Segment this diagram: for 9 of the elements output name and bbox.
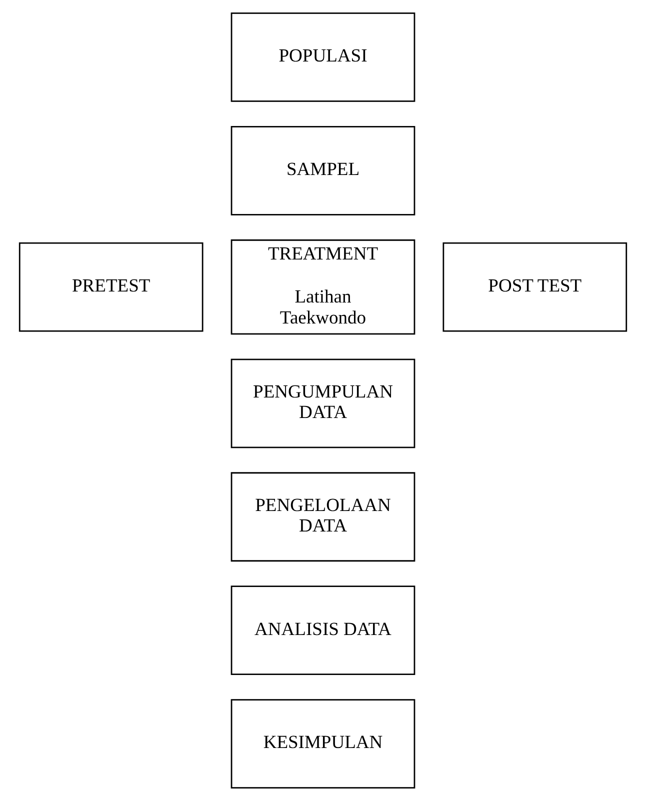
node-box: POPULASI [230, 12, 415, 102]
node-box: KESIMPULAN [230, 699, 415, 789]
node-box: PENGUMPULAN DATA [230, 358, 415, 448]
node-box: TREATMENT Latihan Taekwondo [230, 239, 415, 335]
node-box: ANALISIS DATA [230, 586, 415, 676]
node-box: PRETEST [18, 242, 203, 332]
node-box: SAMPEL [230, 126, 415, 216]
node-box: PENGELOLAAN DATA [230, 472, 415, 562]
node-box: POST TEST [442, 242, 627, 332]
